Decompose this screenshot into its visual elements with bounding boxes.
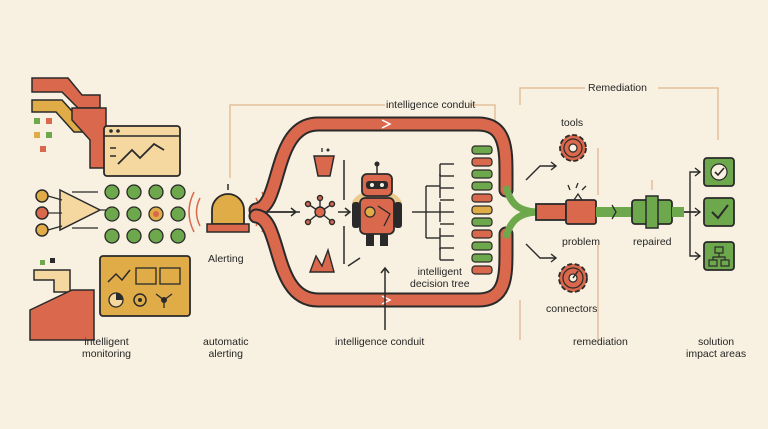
automatic-alerting-label: automatic alerting (203, 336, 249, 360)
check-shield-icon (703, 157, 735, 187)
repaired-label: repaired (633, 236, 672, 248)
intelligent-monitoring-line1: intelligent (84, 336, 129, 348)
robot-icon (352, 161, 402, 246)
intelligence-conduit-top-label: intelligence conduit (386, 99, 476, 111)
status-dot-grid-icon (104, 184, 186, 244)
remediation-top-label: Remediation (588, 82, 647, 94)
alerting-label: Alerting (208, 253, 244, 265)
gear-connectors-icon (558, 263, 588, 293)
tools-label: tools (561, 117, 584, 129)
inner-arrows (270, 160, 390, 330)
remediation-bottom-label: remediation (573, 336, 628, 348)
repaired-pipe-icon (631, 195, 696, 229)
impact-branch-lines (684, 167, 702, 261)
intelligence-conduit-bottom-label: intelligence conduit (335, 336, 425, 348)
connectors-label: connectors (546, 303, 598, 315)
decision-tree-leaves (471, 145, 493, 275)
flask-icon (313, 148, 335, 177)
merge-pipe (502, 161, 567, 263)
hub-node-icon (304, 194, 336, 226)
check-box-icon (703, 197, 735, 227)
automatic-alerting-line1: automatic (203, 336, 249, 348)
decision-tree-label-line2: decision tree (410, 278, 470, 290)
problem-label: problem (562, 236, 600, 248)
network-funnel-icon (35, 188, 108, 237)
decision-tree-label: intelligent decision tree (410, 266, 470, 290)
monitoring-cluster (29, 77, 191, 341)
decision-tree-label-line1: intelligent (417, 266, 462, 278)
pulse-chart-icon (308, 247, 335, 273)
intelligence-conduit-pipe (248, 116, 514, 308)
intelligent-monitoring-line2: monitoring (82, 348, 132, 360)
chart-window-icon (103, 125, 181, 177)
gear-tools-icon (559, 134, 587, 162)
automatic-alerting-line2: alerting (208, 348, 243, 360)
decision-tree-icon (412, 163, 454, 261)
thin-connector-lines (229, 87, 719, 340)
solution-impact-areas-line2: impact areas (686, 348, 747, 360)
intelligent-monitoring-label: intelligent monitoring (82, 336, 131, 360)
broken-pipe-icon (565, 182, 632, 225)
solution-impact-areas-label: solution impact areas (686, 336, 746, 360)
analytics-board-icon (99, 255, 191, 317)
hierarchy-icon (703, 241, 735, 271)
solution-impact-areas-line1: solution (697, 336, 735, 348)
